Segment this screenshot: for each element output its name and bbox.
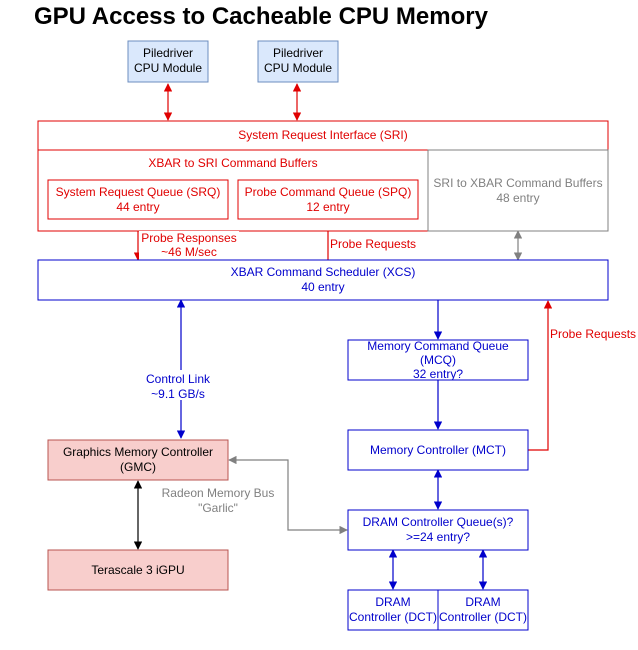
- xcs-entries: 40 entry: [301, 280, 344, 294]
- spq-label: Probe Command Queue (SPQ): [245, 185, 412, 199]
- srq-box: System Request Queue (SRQ) 44 entry: [47, 179, 229, 220]
- cpu-module-1-line1: Piledriver: [143, 46, 193, 60]
- xbar-to-sri-label: XBAR to SRI Command Buffers: [148, 156, 317, 170]
- mcq-line1: Memory Command Queue: [367, 339, 509, 353]
- edges: [133, 83, 553, 590]
- cpu-module-2-line2: CPU Module: [264, 61, 332, 75]
- garlic-name: "Garlic": [198, 501, 238, 515]
- control-link-label: Control Link: [146, 372, 211, 386]
- gmc-line2: (GMC): [120, 460, 156, 474]
- gmc-line1: Graphics Memory Controller: [63, 445, 213, 459]
- igpu-box: Terascale 3 iGPU: [47, 549, 229, 591]
- mct-box: Memory Controller (MCT): [347, 429, 529, 471]
- cpu-module-2: Piledriver CPU Module: [257, 40, 339, 83]
- probe-responses-label: Probe Responses: [141, 231, 236, 245]
- dram-queue-entries: >=24 entry?: [406, 530, 470, 544]
- spq-box: Probe Command Queue (SPQ) 12 entry: [237, 179, 419, 220]
- sri-to-xbar-entries: 48 entry: [496, 191, 539, 205]
- srq-label: System Request Queue (SRQ): [56, 185, 221, 199]
- dct-2-line1: DRAM: [465, 595, 500, 609]
- dram-queue-label: DRAM Controller Queue(s)?: [363, 515, 514, 529]
- dct-1-line2: Controller (DCT): [349, 610, 437, 624]
- gmc-box: Graphics Memory Controller (GMC): [47, 439, 229, 481]
- igpu-label: Terascale 3 iGPU: [91, 563, 184, 577]
- probe-requests-label-2: Probe Requests: [550, 327, 636, 341]
- probe-requests-label-1: Probe Requests: [330, 237, 416, 251]
- dct-box-2: DRAM Controller (DCT): [437, 589, 529, 631]
- edge-mct-xcs-probe: [528, 300, 553, 451]
- mcq-line2: (MCQ): [420, 353, 456, 367]
- mcq-line3: 32 entry?: [413, 367, 463, 381]
- edge-gmc-dram-queue: [228, 455, 348, 535]
- edge-labels: Probe Responses ~46 M/sec Probe Requests…: [139, 231, 636, 515]
- page-title: GPU Access to Cacheable CPU Memory: [34, 3, 489, 30]
- probe-responses-rate: ~46 M/sec: [161, 245, 217, 259]
- srq-entries: 44 entry: [116, 200, 159, 214]
- control-link-rate: ~9.1 GB/s: [151, 387, 205, 401]
- mct-label: Memory Controller (MCT): [370, 443, 506, 457]
- sri-label: System Request Interface (SRI): [238, 128, 407, 142]
- garlic-label: Radeon Memory Bus: [162, 486, 275, 500]
- mcq-box: Memory Command Queue (MCQ) 32 entry?: [347, 339, 529, 381]
- dram-queue-box: DRAM Controller Queue(s)? >=24 entry?: [347, 509, 529, 551]
- cpu-module-1: Piledriver CPU Module: [127, 40, 209, 83]
- dct-2-line2: Controller (DCT): [439, 610, 527, 624]
- xcs-label: XBAR Command Scheduler (XCS): [231, 265, 416, 279]
- dct-1-line1: DRAM: [375, 595, 410, 609]
- sri-to-xbar-label: SRI to XBAR Command Buffers: [433, 176, 602, 190]
- spq-entries: 12 entry: [306, 200, 349, 214]
- cpu-module-2-line1: Piledriver: [273, 46, 323, 60]
- dct-box-1: DRAM Controller (DCT): [347, 589, 439, 631]
- cpu-module-1-line2: CPU Module: [134, 61, 202, 75]
- xcs-box: XBAR Command Scheduler (XCS) 40 entry: [37, 259, 609, 301]
